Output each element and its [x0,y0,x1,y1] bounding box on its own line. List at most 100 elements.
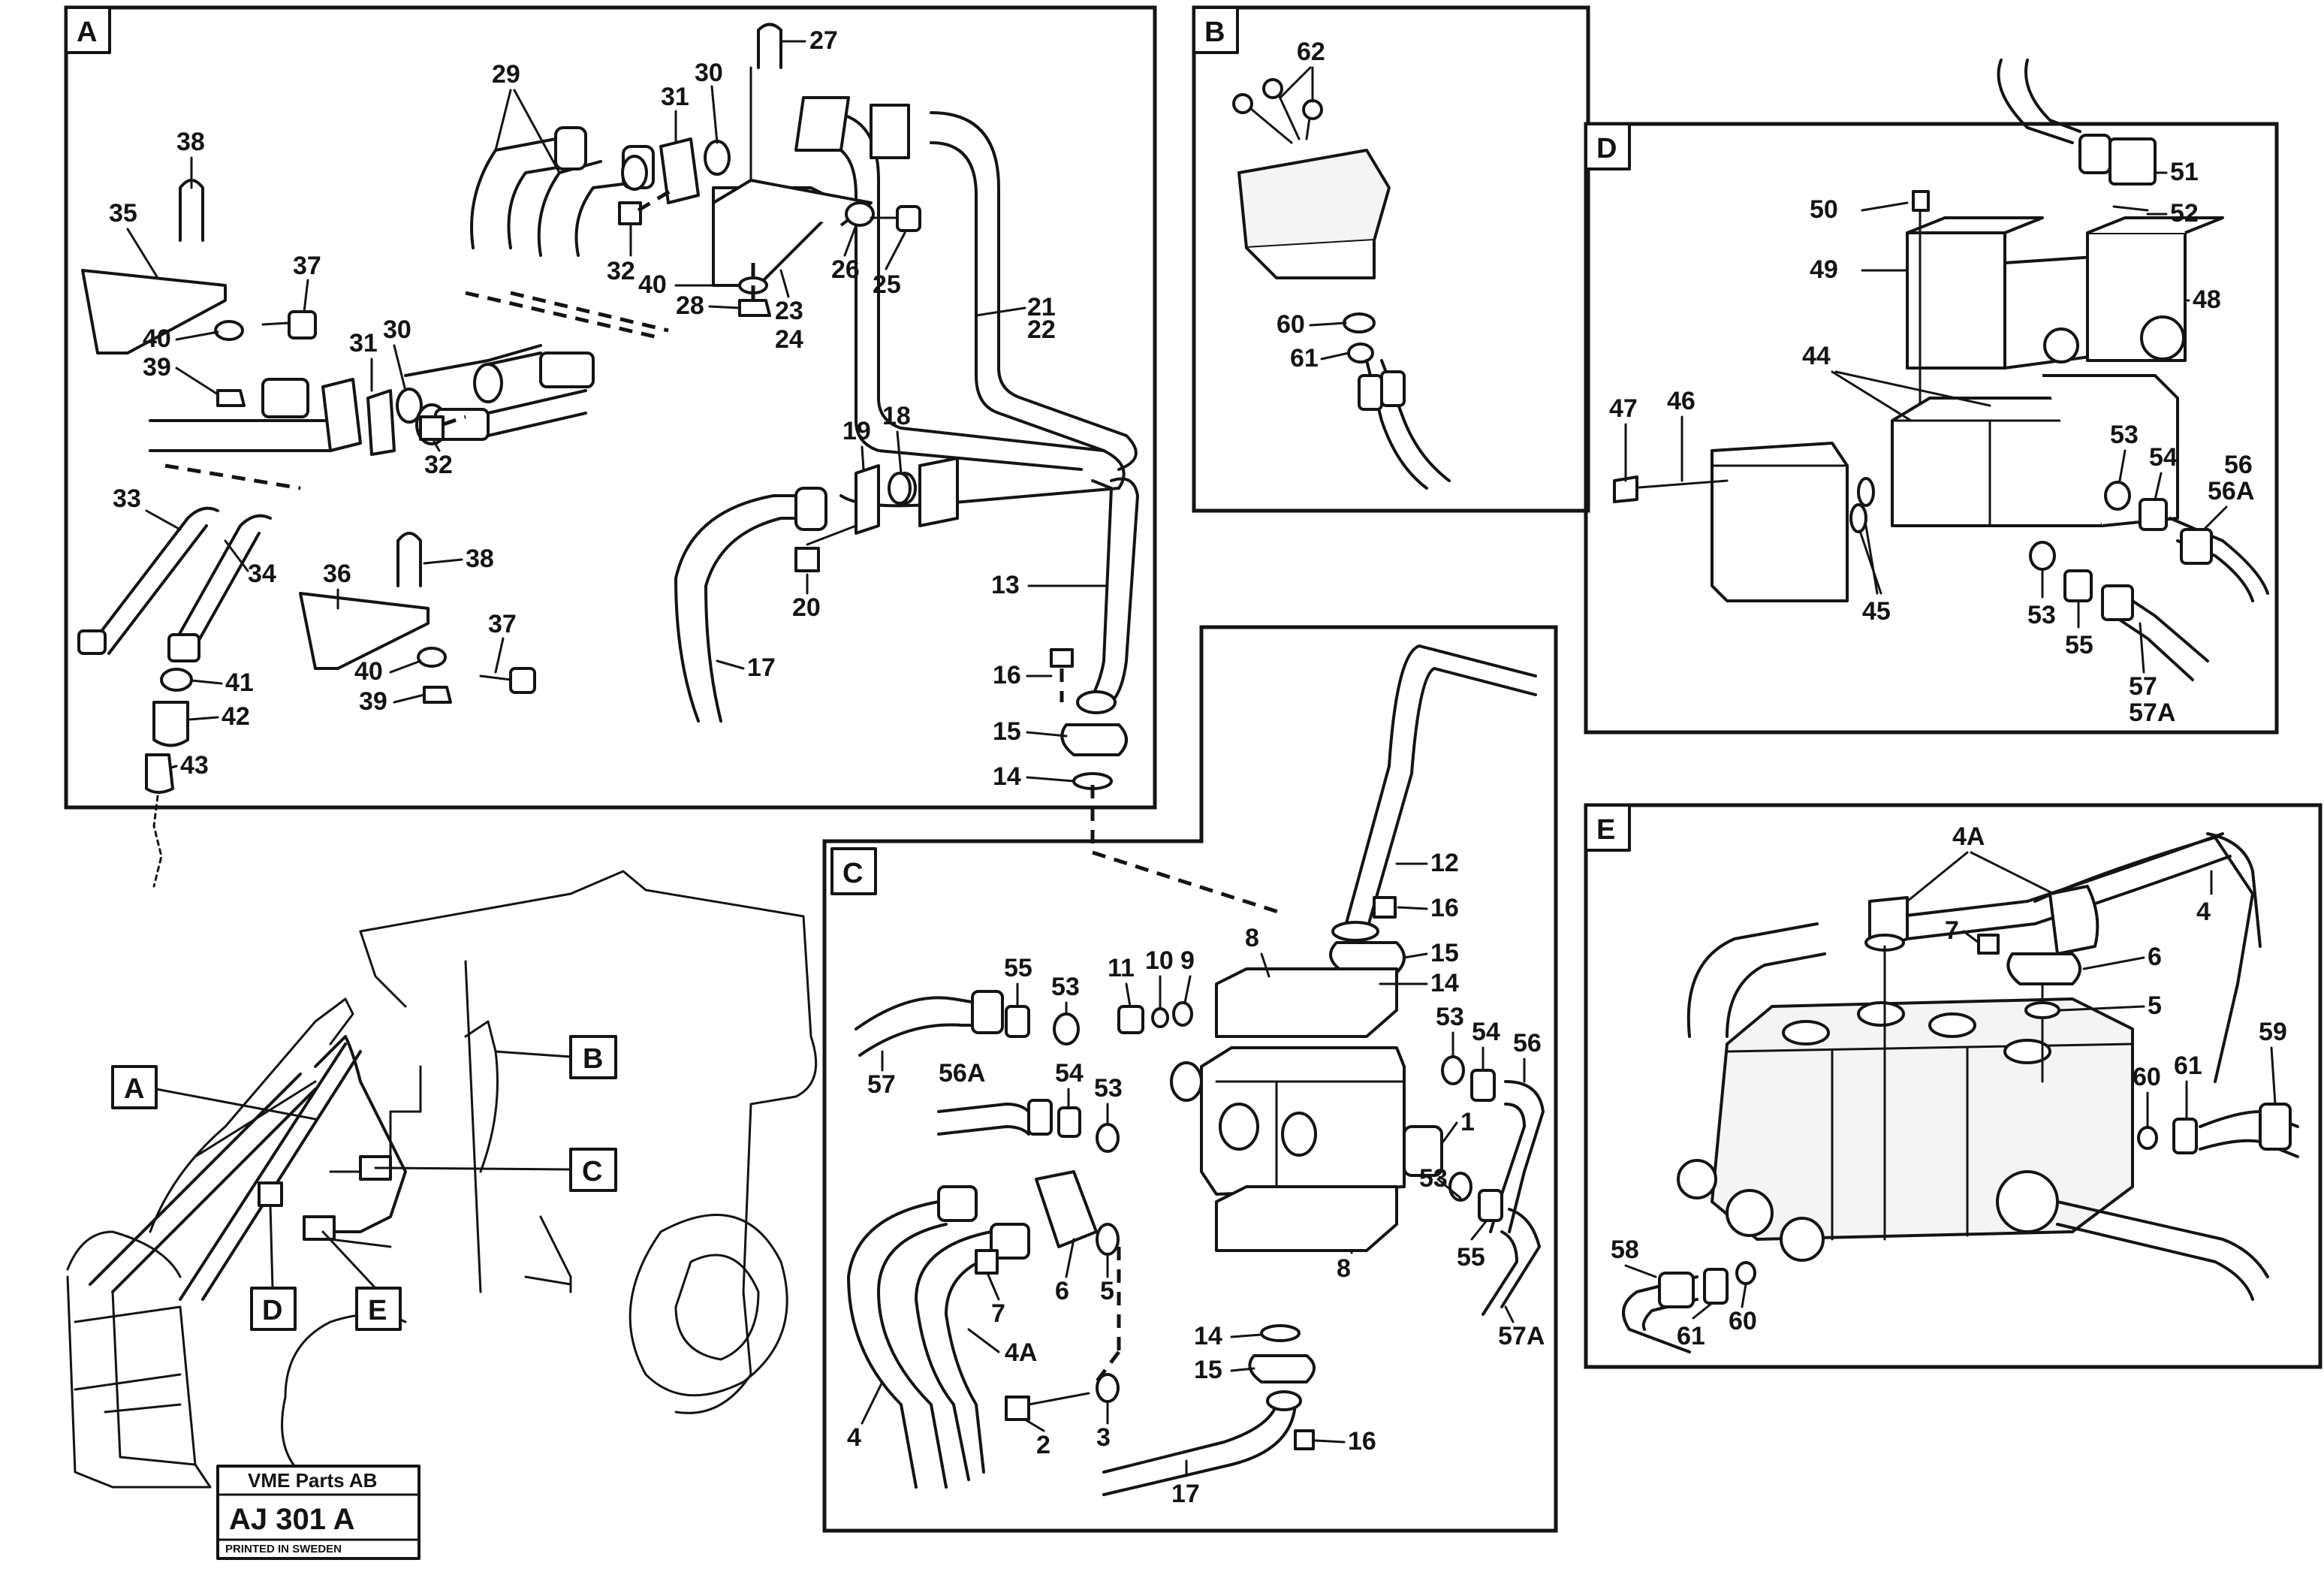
title-block: VME Parts AB AJ 301 A PRINTED IN SWEDEN [216,1465,420,1560]
section-b-drawing [1232,78,1451,490]
callout: 17 [1171,1480,1200,1508]
callout: 24 [775,325,803,354]
callout: 57A [2129,698,2175,727]
callout: 45 [1862,597,1891,626]
callout: 36 [323,560,351,588]
callout: 18 [882,402,911,430]
callout: 46 [1667,387,1696,415]
callout: 47 [1609,394,1638,423]
section-a-callouts: 27 29 30 31 38 35 37 40 39 31 30 32 32 4… [109,26,1109,791]
locator-tag-a: A [111,1065,317,1121]
section-b-letter: B [1204,17,1225,48]
callout: 22 [1027,315,1056,344]
section-c-frame [822,625,1558,1533]
callout: 19 [842,417,871,445]
callout: 7 [1945,916,1959,945]
callout: 34 [248,560,276,588]
section-a-frame [64,5,1157,810]
section-a-drawing [77,23,1139,888]
callout: 57 [867,1070,896,1099]
callout: 5 [1100,1277,1114,1305]
section-d-frame [1584,122,2279,735]
callout: 53 [1051,973,1080,1001]
callout: 1 [1460,1108,1475,1136]
callout: 41 [225,668,254,697]
callout: 8 [1337,1254,1351,1283]
callout: 57A [1498,1322,1545,1350]
callout: 4A [1005,1338,1037,1367]
section-a-letter: A [77,17,97,48]
callout: 5 [2148,991,2162,1020]
callout: 32 [424,451,453,479]
callout: 53 [2110,421,2139,449]
callout: 49 [1810,255,1838,284]
company-name: VME Parts AB [248,1469,377,1492]
callout: 16 [993,661,1021,689]
callout: 39 [143,353,171,382]
callout: 15 [1430,939,1459,967]
callout: 10 [1145,946,1174,975]
callout: 4A [1952,822,1985,851]
callout: 55 [1457,1243,1485,1272]
callout: 42 [222,702,250,731]
section-e-drawing [1622,832,2299,1353]
callout: 21 [1027,293,1056,321]
callout: 12 [1430,849,1459,877]
callout: 30 [695,59,723,87]
callout: 14 [1194,1322,1222,1350]
section-d-tag: D [1584,122,1631,170]
callout: 28 [676,291,704,320]
callout: 52 [2170,199,2199,228]
callout: 54 [1472,1018,1500,1046]
locator-tag-c: C [374,1148,617,1192]
section-c-drawing [847,644,1545,1496]
callout: 15 [993,717,1021,746]
callout: 40 [638,270,667,299]
callout: 31 [661,83,689,111]
callout: 40 [143,324,171,353]
section-b-callouts: 62 60 61 [1277,38,1350,373]
callout: 2 [1036,1431,1050,1459]
callout: 53 [1436,1003,1464,1031]
locator-tag-b: B [494,1035,617,1079]
callout: 15 [1194,1356,1222,1384]
locator-d-letter: D [262,1295,282,1326]
drawing-code: AJ 301 A [229,1503,355,1536]
callout: 55 [2065,631,2093,659]
callout: 58 [1611,1236,1639,1264]
callout: 31 [349,329,378,358]
callout: 50 [1810,195,1838,224]
callout: 54 [2149,443,2178,472]
callout: 61 [1290,344,1319,373]
callout: 53 [1419,1164,1448,1193]
callout: 55 [1004,954,1032,982]
section-e-frame [1584,803,2322,1369]
callout: 61 [2174,1052,2202,1080]
callout: 14 [993,762,1021,791]
callout: 17 [747,653,776,682]
callout: 56 [2224,451,2253,479]
callout: 37 [488,610,517,638]
section-c-tag: C [830,847,877,895]
locator-tag-e: E [321,1230,402,1331]
section-c-letter: C [842,858,863,889]
callout: 6 [1055,1277,1069,1305]
callout: 53 [2027,601,2056,629]
callout: 26 [831,255,860,284]
callout: 11 [1108,954,1135,982]
callout: 38 [176,128,205,156]
loader-overview [66,870,818,1495]
callout: 27 [809,26,838,55]
callout: 39 [359,687,387,716]
callout: 60 [1729,1307,1757,1335]
callout: 35 [109,199,137,228]
callout: 57 [2129,672,2157,701]
section-d-letter: D [1596,133,1617,164]
callout: 14 [1430,969,1459,997]
callout: 56A [2208,477,2254,505]
callout: 38 [466,545,494,573]
callout: 33 [113,484,141,513]
callout: 48 [2193,285,2221,314]
callout: 23 [775,297,803,325]
